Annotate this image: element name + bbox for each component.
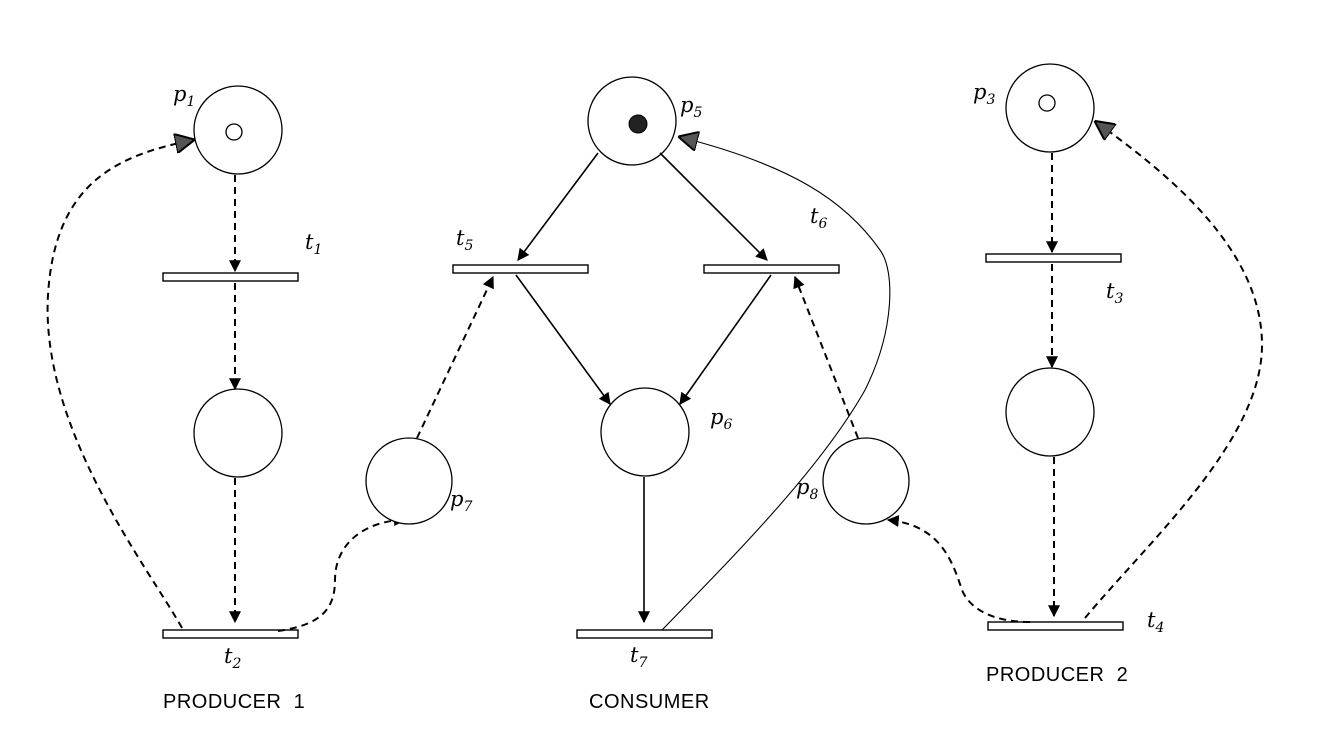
- arc-t5-p6: [515, 274, 611, 405]
- arc-p8-t6: [793, 275, 859, 439]
- arc-p5-t6: [659, 152, 768, 261]
- arc-p7-t5: [416, 275, 494, 439]
- arc-t4-p8: [886, 515, 1031, 623]
- transition-t1: [162, 272, 299, 282]
- transition-t2: [162, 629, 299, 639]
- arc-p5-t5: [517, 152, 599, 261]
- label-p8: p8: [796, 475, 818, 503]
- place-p7: [365, 437, 453, 525]
- caption-producer2: PRODUCER 2: [986, 664, 1128, 686]
- label-t7: t7: [630, 643, 647, 671]
- arc-t2-p1: [46, 140, 193, 629]
- label-p7: p7: [450, 487, 472, 515]
- place-p3-out: [1005, 367, 1095, 457]
- label-t3: t3: [1106, 279, 1123, 307]
- place-p8: [822, 437, 910, 525]
- transition-t3: [985, 253, 1122, 263]
- arc-t7-p5: [661, 137, 891, 631]
- place-p6: [600, 387, 690, 477]
- transition-t7: [576, 629, 713, 639]
- transition-t5: [452, 264, 589, 274]
- token-p5: [628, 114, 648, 134]
- label-t4: t4: [1147, 608, 1164, 636]
- label-p1: p1: [173, 82, 195, 110]
- label-t2: t2: [224, 644, 241, 672]
- label-p3: p3: [973, 80, 995, 108]
- token-empty-p1: [225, 123, 243, 141]
- transition-t6: [703, 264, 840, 274]
- arc-t4-p3: [1084, 122, 1264, 619]
- arc-t2-p7: [277, 514, 407, 632]
- label-t1: t1: [305, 230, 322, 258]
- label-t6: t6: [810, 204, 827, 232]
- label-p6: p6: [710, 405, 732, 433]
- caption-consumer: CONSUMER: [589, 691, 710, 713]
- label-p5: p5: [680, 93, 702, 121]
- transition-t4: [987, 621, 1124, 631]
- caption-producer1: PRODUCER 1: [163, 691, 305, 713]
- place-p1-out: [193, 388, 283, 478]
- label-t5: t5: [456, 226, 473, 254]
- arc-t6-p6: [679, 274, 772, 405]
- token-empty-p3: [1038, 94, 1056, 112]
